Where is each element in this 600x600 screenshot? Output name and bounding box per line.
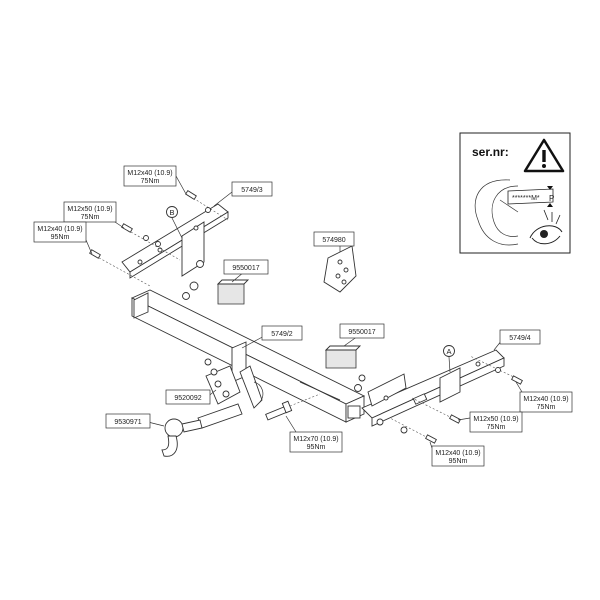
label-5749-4: 5749/4	[499, 329, 541, 345]
bolt-label-right-3: M12x40 (10.9) 95Nm	[431, 445, 485, 467]
spacer-plate-right	[324, 345, 362, 369]
center-bolt	[265, 393, 321, 421]
svg-text:75Nm: 75Nm	[487, 424, 506, 431]
label-9550017-left: 9550017	[223, 259, 269, 275]
label-5749-3: 5749/3	[231, 181, 273, 197]
label-9530971: 9530971	[105, 413, 151, 429]
bolt-label-top-left-3: M12x40 (10.9) 95Nm	[33, 221, 87, 243]
ball-mount-9520092	[205, 365, 264, 409]
marker-b-circle	[166, 206, 178, 218]
svg-text:9530971: 9530971	[114, 419, 141, 426]
svg-text:M12x50 (10.9): M12x50 (10.9)	[67, 206, 112, 213]
crossbar-5749-2	[130, 289, 366, 423]
inset-title: ser.nr:	[472, 145, 509, 159]
label-5749-2: 5749/2	[261, 325, 303, 341]
warning-triangle-icon	[523, 138, 565, 173]
serial-number-inset: ser.nr: *******M* P	[459, 132, 571, 254]
svg-text:95Nm: 95Nm	[449, 458, 468, 465]
svg-text:75Nm: 75Nm	[141, 178, 160, 185]
eye-icon	[529, 209, 563, 245]
svg-text:75Nm: 75Nm	[537, 404, 556, 411]
serial-plate: *******M* P	[507, 186, 554, 207]
svg-text:M12x70 (10.9): M12x70 (10.9)	[293, 436, 338, 443]
svg-text:75Nm: 75Nm	[81, 214, 100, 221]
towball-9530971	[161, 403, 243, 457]
svg-text:9550017: 9550017	[348, 329, 375, 336]
marker-b: B	[170, 208, 175, 217]
svg-text:M12x50 (10.9): M12x50 (10.9)	[473, 416, 518, 423]
left-bolts	[89, 190, 229, 300]
svg-text:5749/2: 5749/2	[271, 331, 293, 338]
marker-a-circle	[443, 345, 455, 357]
svg-text:9520092: 9520092	[174, 395, 201, 402]
spacer-plate-left	[216, 279, 250, 305]
plate-end: P	[549, 194, 554, 203]
svg-text:M12x40 (10.9): M12x40 (10.9)	[37, 226, 82, 233]
svg-text:5749/4: 5749/4	[509, 335, 531, 342]
svg-text:M12x40 (10.9): M12x40 (10.9)	[523, 396, 568, 403]
label-9550017-right: 9550017	[339, 323, 385, 339]
bolt-label-center: M12x70 (10.9) 95Nm	[289, 431, 343, 453]
svg-text:95Nm: 95Nm	[307, 444, 326, 451]
electrical-bracket-574980	[323, 245, 357, 293]
svg-text:574980: 574980	[322, 237, 345, 244]
svg-text:95Nm: 95Nm	[51, 234, 70, 241]
left-bracket-5749-3: B	[121, 203, 229, 279]
plate-text: *******M*	[512, 195, 540, 202]
label-9520092: 9520092	[165, 389, 211, 405]
right-bracket-5749-4: A	[361, 345, 505, 427]
label-574980: 574980	[313, 231, 355, 247]
marker-a: A	[447, 347, 452, 356]
bolt-label-top-left-2: M12x50 (10.9) 75Nm	[63, 201, 117, 223]
svg-text:5749/3: 5749/3	[241, 187, 263, 194]
bolt-label-top-left-1: M12x40 (10.9) 75Nm	[123, 165, 177, 187]
svg-text:M12x40 (10.9): M12x40 (10.9)	[127, 170, 172, 177]
bolt-label-right-1: M12x40 (10.9) 75Nm	[519, 391, 573, 413]
svg-text:M12x40 (10.9): M12x40 (10.9)	[435, 450, 480, 457]
bracket-nuts	[204, 358, 218, 376]
bolt-label-right-2: M12x50 (10.9) 75Nm	[469, 411, 523, 433]
svg-text:9550017: 9550017	[232, 265, 259, 272]
right-bolts	[354, 355, 523, 444]
